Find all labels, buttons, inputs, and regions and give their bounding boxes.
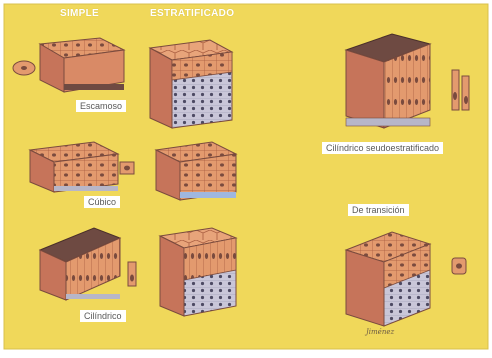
stratified-cuboidal-block [156, 142, 236, 200]
heading-simple: SIMPLE [60, 8, 99, 19]
simple-cuboidal-cell [120, 162, 134, 174]
label-pseudostratified: Cilíndrico seudoestratificado [322, 142, 443, 154]
label-transitional: De transición [348, 204, 409, 216]
transitional-block [346, 232, 430, 326]
simple-squamous-cell [13, 61, 35, 75]
label-columnar: Cilíndrico [80, 310, 126, 322]
stratified-columnar-block [160, 228, 236, 316]
artist-signature: Jiménez [366, 328, 394, 336]
heading-stratified: ESTRATIFICADO [150, 8, 234, 19]
simple-columnar-cell [128, 262, 136, 286]
transitional-cell [452, 258, 466, 274]
pseudostratified-block [346, 34, 430, 128]
simple-cuboidal-block [30, 142, 118, 192]
simple-squamous-block [40, 38, 124, 92]
label-squamous: Escamoso [76, 100, 126, 112]
stratified-squamous-block [150, 40, 232, 128]
label-cuboidal: Cúbico [84, 196, 120, 208]
